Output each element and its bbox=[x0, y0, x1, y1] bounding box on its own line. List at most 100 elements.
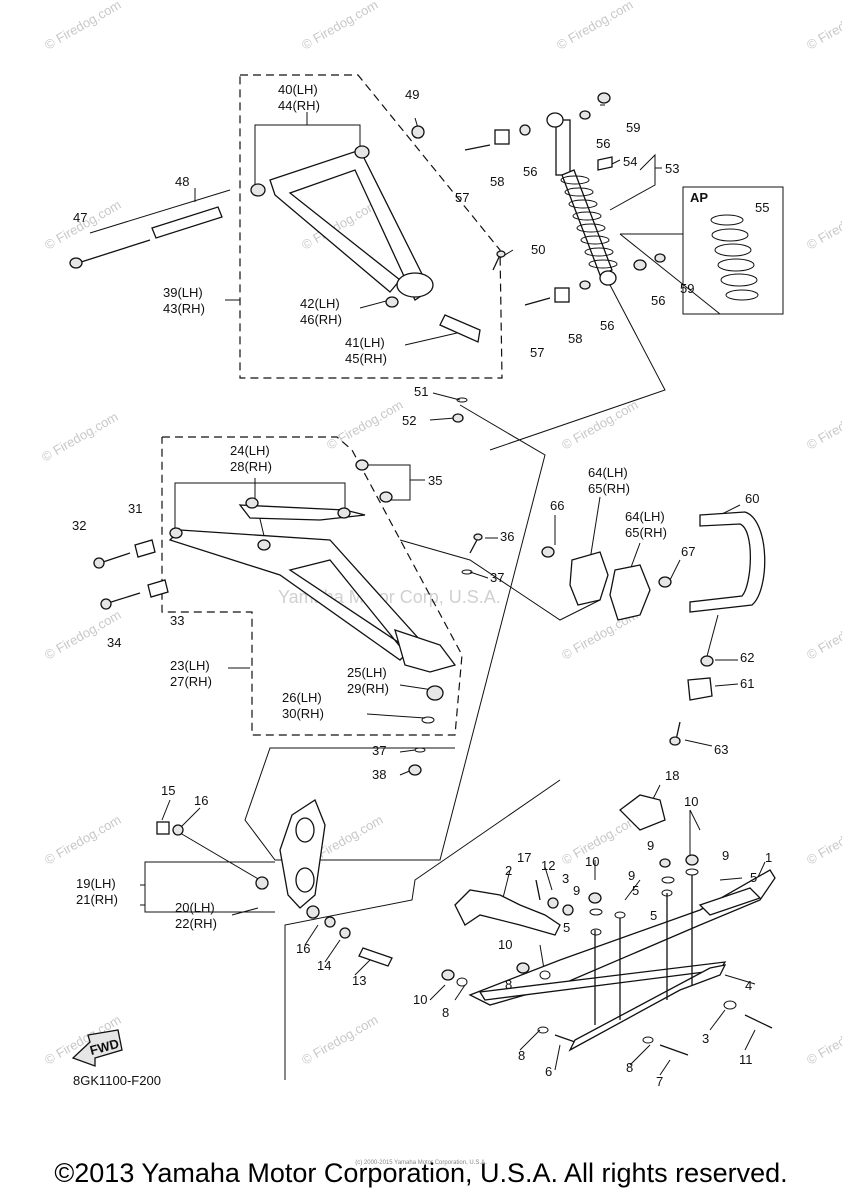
callout-47: 47 bbox=[73, 210, 87, 225]
callout-9: 9 bbox=[628, 868, 635, 883]
callout-22: 22(RH) bbox=[175, 916, 217, 931]
upper-a-arm bbox=[69, 125, 506, 423]
callout-36: 36 bbox=[500, 529, 514, 544]
callout-11: 11 bbox=[739, 1052, 753, 1067]
callout-48: 48 bbox=[175, 174, 189, 189]
callout-32: 32 bbox=[72, 518, 86, 533]
watermark-text: © Firedog.com bbox=[804, 0, 842, 53]
callout-50: 50 bbox=[531, 242, 545, 257]
fwd-label: FWD bbox=[88, 1036, 120, 1058]
watermark-text: © Firedog.com bbox=[39, 409, 121, 465]
callout-16: 16 bbox=[194, 793, 208, 808]
callout-9: 9 bbox=[573, 883, 580, 898]
spring-part bbox=[710, 214, 759, 301]
callout-35: 35 bbox=[428, 473, 442, 488]
callout-14: 14 bbox=[317, 958, 331, 973]
callout-39: 39(LH) bbox=[163, 285, 203, 300]
watermark-text: © Firedog.com bbox=[42, 0, 124, 53]
callout-54: 54 bbox=[623, 154, 637, 169]
callout-21: 21(RH) bbox=[76, 892, 118, 907]
callout-56: 56 bbox=[600, 318, 614, 333]
callout-5: 5 bbox=[750, 870, 757, 885]
fwd-arrow-icon: FWD bbox=[71, 1029, 123, 1067]
callout-61: 61 bbox=[740, 676, 754, 691]
group-outlines bbox=[161, 74, 503, 736]
callout-55: 55 bbox=[755, 200, 769, 215]
callout-9: 9 bbox=[722, 848, 729, 863]
callout-1: 1 bbox=[765, 850, 772, 865]
callout-10: 10 bbox=[413, 992, 427, 1007]
callout-37: 37 bbox=[372, 743, 386, 758]
callout-46: 46(RH) bbox=[300, 312, 342, 327]
callout-29: 29(RH) bbox=[347, 681, 389, 696]
callout-44: 44(RH) bbox=[278, 98, 320, 113]
callout-4: 4 bbox=[745, 978, 752, 993]
stabilizer-bar bbox=[541, 511, 766, 746]
watermark-text: © Firedog.com bbox=[559, 397, 641, 453]
callout-57: 57 bbox=[530, 345, 544, 360]
ap-detail-box: AP bbox=[619, 186, 784, 315]
callout-31: 31 bbox=[128, 501, 142, 516]
callout-18: 18 bbox=[665, 768, 679, 783]
leader-lines bbox=[89, 104, 766, 1080]
watermark-text: © Firedog.com bbox=[804, 1012, 842, 1068]
callout-33: 33 bbox=[170, 613, 184, 628]
callout-5: 5 bbox=[632, 883, 639, 898]
callout-10: 10 bbox=[684, 794, 698, 809]
callout-10: 10 bbox=[498, 937, 512, 952]
callout-56: 56 bbox=[523, 164, 537, 179]
callout-53: 53 bbox=[665, 161, 679, 176]
watermark-text: © Firedog.com bbox=[299, 0, 381, 53]
footer-copyright: ©2013 Yamaha Motor Corporation, U.S.A. A… bbox=[54, 1158, 788, 1188]
callout-3: 3 bbox=[562, 871, 569, 886]
callout-20: 20(LH) bbox=[175, 900, 215, 915]
callout-5: 5 bbox=[650, 908, 657, 923]
callout-24: 24(LH) bbox=[230, 443, 270, 458]
callout-23: 23(LH) bbox=[170, 658, 210, 673]
callout-3: 3 bbox=[702, 1031, 709, 1046]
callout-28: 28(RH) bbox=[230, 459, 272, 474]
watermark-text: © Firedog.com bbox=[299, 1012, 381, 1068]
callout-51: 51 bbox=[414, 384, 428, 399]
callout-25: 25(LH) bbox=[347, 665, 387, 680]
spindle bbox=[156, 799, 393, 967]
callout-19: 19(LH) bbox=[76, 876, 116, 891]
callout-9: 9 bbox=[647, 838, 654, 853]
callout-5: 5 bbox=[563, 920, 570, 935]
callout-67: 67 bbox=[681, 544, 695, 559]
callout-64: 64(LH) bbox=[588, 465, 628, 480]
callout-43: 43(RH) bbox=[163, 301, 205, 316]
callout-10: 10 bbox=[585, 854, 599, 869]
callout-49: 49 bbox=[405, 87, 419, 102]
tiny-copyright: (c) 2000-2015 Yamaha Motor Corporation, … bbox=[355, 1160, 487, 1166]
callout-8: 8 bbox=[518, 1048, 525, 1063]
callout-26: 26(LH) bbox=[282, 690, 322, 705]
watermark-text: © Firedog.com bbox=[804, 812, 842, 868]
callout-38: 38 bbox=[372, 767, 386, 782]
callout-66: 66 bbox=[550, 498, 564, 513]
callout-62: 62 bbox=[740, 650, 754, 665]
callout-63: 63 bbox=[714, 742, 728, 757]
watermark-text: © Firedog.com bbox=[324, 397, 406, 453]
callout-52: 52 bbox=[402, 413, 416, 428]
callout-17: 17 bbox=[517, 850, 531, 865]
watermark-text: © Firedog.com bbox=[554, 0, 636, 53]
callouts: 1 2 3 3 4 5 5 5 5 6 7 8 8 8 8 9 9 9 9 10… bbox=[72, 82, 772, 1089]
callout-37: 37 bbox=[490, 570, 504, 585]
callout-8: 8 bbox=[626, 1060, 633, 1075]
watermark-text: © Firedog.com bbox=[559, 812, 641, 868]
lower-a-arm bbox=[93, 459, 483, 776]
callout-60: 60 bbox=[745, 491, 759, 506]
callout-41: 41(LH) bbox=[345, 335, 385, 350]
callout-56: 56 bbox=[651, 293, 665, 308]
callout-2: 2 bbox=[505, 863, 512, 878]
callout-40: 40(LH) bbox=[278, 82, 318, 97]
callout-59: 59 bbox=[626, 120, 640, 135]
shock-absorber bbox=[464, 92, 666, 306]
callout-8: 8 bbox=[505, 977, 512, 992]
diagram-code: 8GK1100-F200 bbox=[73, 1073, 161, 1088]
callout-8: 8 bbox=[442, 1005, 449, 1020]
callout-64: 64(LH) bbox=[625, 509, 665, 524]
callout-6: 6 bbox=[545, 1064, 552, 1079]
